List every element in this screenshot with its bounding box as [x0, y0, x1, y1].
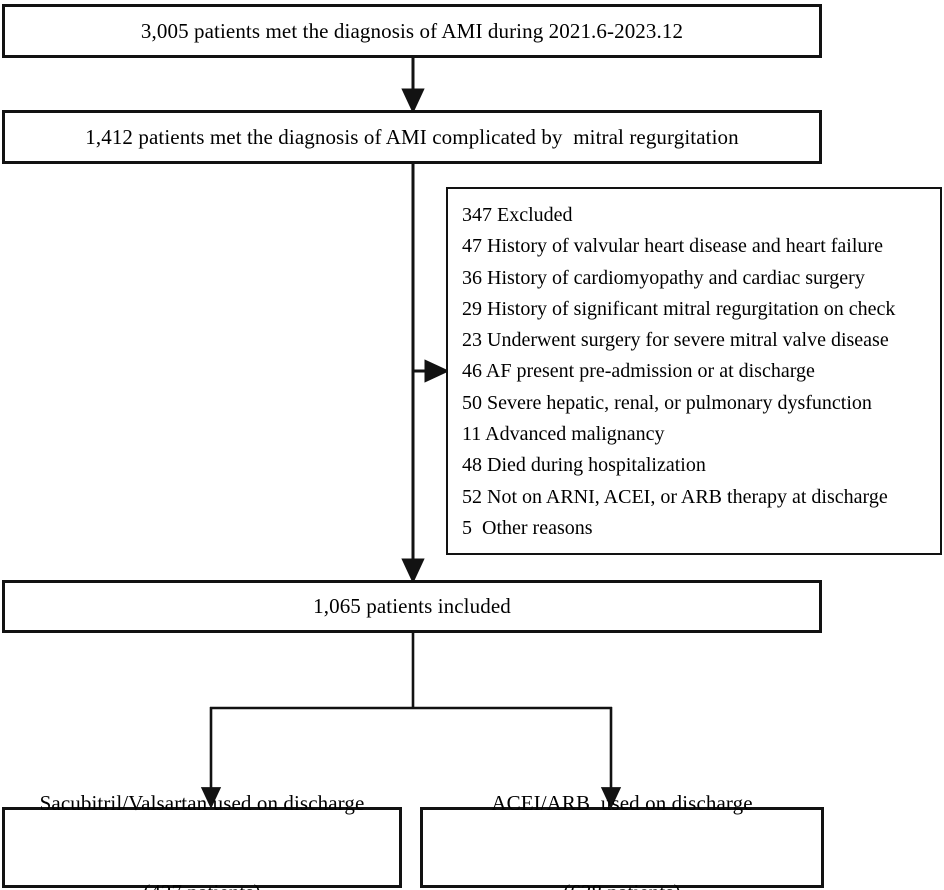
node-diagnosed-label: 1,412 patients met the diagnosis of AMI … — [85, 124, 739, 149]
node-diagnosed-population: 1,412 patients met the diagnosis of AMI … — [2, 110, 822, 164]
exclusion-header: 347 Excluded — [462, 204, 573, 226]
node-included-label: 1,065 patients included — [313, 594, 511, 619]
arm-sacubitril-valsartan-line1: Sacubitril/Valsartan used on discharge — [39, 790, 365, 815]
node-arm-sacubitril-valsartan-label: Sacubitril/Valsartan used on discharge (… — [40, 732, 365, 890]
node-arm-sacubitril-valsartan: Sacubitril/Valsartan used on discharge (… — [2, 791, 402, 890]
exclusion-reason: 47 History of valvular heart disease and… — [462, 235, 883, 258]
exclusion-reason: 48 Died during hospitalization — [462, 454, 706, 477]
arm-acei-arb-line2: (638 patients) — [491, 878, 752, 890]
node-arm-acei-arb-label: ACEI/ARB used on discharge (638 patients… — [491, 732, 752, 890]
node-arm-acei-arb: ACEI/ARB used on discharge (638 patients… — [420, 791, 824, 890]
arm-sacubitril-valsartan-line2: (427 patients) — [40, 878, 365, 890]
exclusion-reason: 5 Other reasons — [462, 516, 593, 539]
exclusion-reason: 46 AF present pre-admission or at discha… — [462, 360, 815, 383]
exclusion-reason: 36 History of cardiomyopathy and cardiac… — [462, 266, 865, 289]
exclusion-reason: 50 Severe hepatic, renal, or pulmonary d… — [462, 391, 872, 414]
node-screened-label: 3,005 patients met the diagnosis of AMI … — [140, 18, 684, 43]
exclusion-reason: 11 Advanced malignancy — [462, 423, 665, 446]
exclusion-reason: 52 Not on ARNI, ACEI, or ARB therapy at … — [462, 485, 888, 508]
node-exclusions: 347 Excluded 47 History of valvular hear… — [446, 187, 942, 555]
exclusion-reason: 29 History of significant mitral regurgi… — [462, 297, 896, 320]
node-screened-population: 3,005 patients met the diagnosis of AMI … — [2, 4, 822, 58]
node-included-population: 1,065 patients included — [2, 580, 822, 633]
arm-acei-arb-line1: ACEI/ARB used on discharge — [491, 790, 753, 815]
exclusion-reason: 23 Underwent surgery for severe mitral v… — [462, 329, 889, 352]
